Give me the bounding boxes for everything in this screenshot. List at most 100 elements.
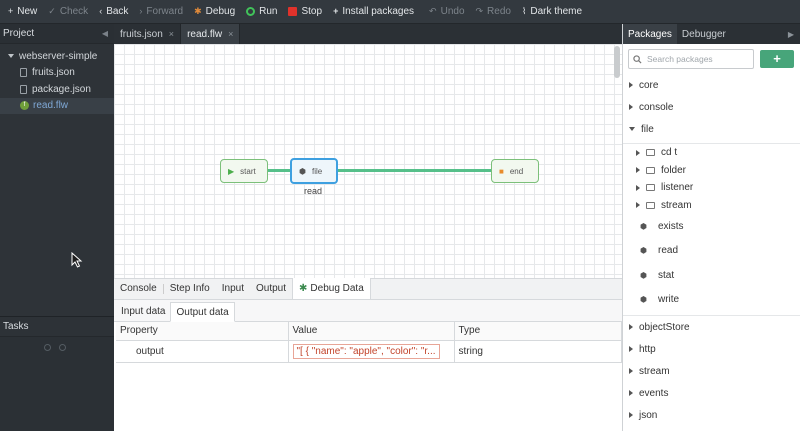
undo-icon: ↶	[429, 6, 437, 16]
tree-file-package-json[interactable]: package.json	[0, 81, 114, 98]
flow-node-file[interactable]: ⬢ file	[290, 158, 338, 184]
stop-square-icon: ■	[499, 166, 504, 176]
folder-icon	[646, 166, 655, 174]
package-objectstore[interactable]: objectStore	[623, 316, 800, 338]
package-file-stat[interactable]: ⬢stat	[640, 269, 675, 281]
cell-type: string	[454, 340, 622, 363]
package-core[interactable]: core	[623, 74, 800, 96]
tab-fruits-json[interactable]: fruits.json ×	[114, 24, 182, 44]
collapsed-caret-icon	[629, 412, 633, 418]
debug-sub-tab-bar: Input data Output data	[114, 300, 622, 322]
package-file-read[interactable]: ⬢read	[640, 245, 678, 257]
package-list: core console file cd t folder listener s…	[623, 74, 800, 426]
flow-node-file-caption: read	[304, 186, 323, 196]
cell-property: output	[116, 340, 289, 363]
bug-icon: ✱	[194, 6, 202, 16]
wire-start-to-file[interactable]	[268, 169, 290, 172]
back-button[interactable]: ‹Back	[99, 6, 129, 17]
package-file-folder-folder[interactable]: folder	[623, 162, 800, 180]
collapse-left-icon[interactable]: ◀	[101, 29, 108, 38]
subtab-input-data[interactable]: Input data	[121, 305, 166, 317]
collapsed-caret-icon	[636, 167, 640, 174]
tab-step-info[interactable]: Step Info	[169, 283, 210, 294]
new-button[interactable]: +New	[8, 6, 38, 17]
plus-icon: +	[8, 6, 14, 16]
redo-button[interactable]: ↷Redo	[475, 6, 511, 17]
run-icon	[246, 7, 256, 16]
collapsed-caret-icon	[629, 324, 633, 330]
tab-debugger[interactable]: Debugger	[681, 28, 726, 40]
canvas-vertical-scrollbar[interactable]	[614, 46, 620, 78]
package-file[interactable]: file	[623, 118, 800, 140]
editor-area: fruits.json × read.flw × ▶ start ⬢ file …	[114, 24, 622, 431]
package-http[interactable]: http	[623, 338, 800, 360]
editor-tab-bar: fruits.json × read.flw ×	[114, 24, 622, 44]
package-file-write[interactable]: ⬢write	[640, 294, 680, 306]
package-file-folder-cdt[interactable]: cd t	[623, 144, 800, 162]
subtab-output-data[interactable]: Output data	[170, 302, 235, 322]
flow-node-start[interactable]: ▶ start	[220, 159, 268, 183]
package-console[interactable]: console	[623, 96, 800, 118]
collapsed-caret-icon	[629, 346, 633, 352]
debug-panel: Console Step Info Input Output ✱ Debug D…	[114, 278, 622, 431]
column-header-type: Type	[454, 322, 622, 341]
package-search-input[interactable]	[647, 54, 747, 64]
plus-icon: +	[333, 6, 339, 16]
check-button[interactable]: ✓Check	[48, 6, 89, 17]
tab-debug-data[interactable]: ✱ Debug Data	[292, 278, 371, 299]
install-packages-button[interactable]: +Install packages	[333, 6, 415, 17]
package-file-exists[interactable]: ⬢exists	[640, 220, 684, 232]
tasks-filter-icon[interactable]	[59, 344, 66, 351]
tree-file-fruits-json[interactable]: fruits.json	[0, 65, 114, 82]
tab-packages[interactable]: Packages	[623, 24, 677, 44]
divider	[623, 315, 800, 316]
debug-data-table: Property Value Type output "[ { "name": …	[116, 322, 622, 363]
collapsed-caret-icon	[636, 184, 640, 191]
add-package-button[interactable]: +	[760, 50, 794, 68]
expanded-caret-icon	[8, 54, 14, 59]
tab-console[interactable]: Console	[120, 283, 157, 294]
project-panel-title: Project	[3, 28, 35, 39]
cell-value[interactable]: "[ { "name": "apple", "color": "r...	[288, 340, 455, 363]
forward-button[interactable]: ›Forward	[139, 6, 184, 17]
collapsed-caret-icon	[629, 104, 633, 110]
tree-file-read-flw[interactable]: f read.flw	[0, 97, 114, 114]
cube-icon: ⬢	[640, 221, 647, 231]
dark-theme-button[interactable]: ⌇Dark theme	[521, 6, 583, 17]
cube-icon: ⬢	[640, 295, 647, 305]
close-icon[interactable]: ×	[168, 29, 175, 39]
play-icon: ▶	[228, 166, 235, 176]
table-row[interactable]: output "[ { "name": "apple", "color": "r…	[116, 340, 622, 363]
chevron-right-icon: ›	[139, 6, 143, 16]
wire-file-to-end[interactable]	[338, 169, 491, 172]
debug-button[interactable]: ✱Debug	[194, 6, 236, 17]
tasks-clear-icon[interactable]	[44, 344, 51, 351]
file-icon	[20, 68, 27, 78]
package-json[interactable]: json	[623, 404, 800, 426]
right-tab-bar: Packages Debugger ▶	[623, 24, 800, 44]
collapsed-caret-icon	[636, 149, 640, 156]
tab-input[interactable]: Input	[221, 283, 244, 294]
undo-button[interactable]: ↶Undo	[429, 6, 465, 17]
flow-canvas[interactable]: ▶ start ⬢ file read ■ end	[114, 44, 622, 290]
tree-root-folder[interactable]: webserver-simple	[0, 48, 114, 65]
run-button[interactable]: Run	[242, 0, 284, 24]
close-icon[interactable]: ×	[228, 29, 234, 39]
collapse-right-icon[interactable]: ▶	[787, 29, 794, 39]
tab-output[interactable]: Output	[255, 283, 287, 294]
collapsed-caret-icon	[629, 368, 633, 374]
flow-node-end[interactable]: ■ end	[491, 159, 539, 183]
chevron-left-icon: ‹	[99, 6, 103, 16]
tasks-panel: Tasks	[0, 316, 114, 431]
package-stream[interactable]: stream	[623, 360, 800, 382]
stop-button[interactable]: Stop	[284, 0, 329, 24]
package-search-box[interactable]	[628, 49, 754, 69]
collapsed-caret-icon	[629, 82, 633, 88]
package-events[interactable]: events	[623, 382, 800, 404]
file-icon	[20, 84, 27, 94]
package-file-folder-listener[interactable]: listener	[623, 179, 800, 197]
redo-icon: ↷	[475, 6, 484, 16]
tab-read-flw[interactable]: read.flw ×	[181, 24, 241, 44]
package-file-folder-stream[interactable]: stream	[623, 197, 800, 215]
